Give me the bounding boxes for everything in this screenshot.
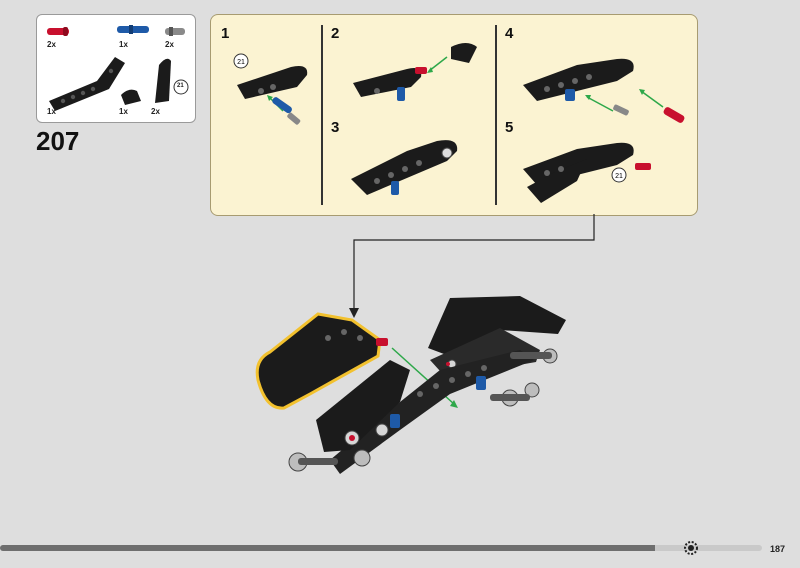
progress-bar (0, 545, 762, 551)
step-number: 207 (36, 126, 80, 156)
main-assembly-illustration (255, 296, 566, 474)
red-pin-icon (47, 27, 69, 36)
divider-1 (321, 25, 323, 205)
small-connector-icon (121, 89, 141, 105)
substep-3-label: 3 (331, 119, 340, 136)
substep-2-illustration (353, 43, 477, 101)
substep-panel: 1 2 3 4 5 21 (210, 14, 698, 216)
gray-pin-icon (165, 27, 185, 36)
gray-pin-qty: 2x (165, 40, 174, 49)
substep-2-label: 2 (331, 25, 340, 42)
substep-3-illustration (351, 140, 458, 195)
panel-21-callout: 21 (177, 83, 184, 89)
progress-bar-fill (0, 545, 656, 551)
substep-5-label: 5 (505, 119, 514, 136)
small-connector-qty: 1x (119, 107, 128, 116)
substep-5-illustration: 21 (523, 142, 651, 203)
panel-21-qty: 2x (151, 107, 160, 116)
substep-4-label: 4 (505, 25, 514, 42)
divider-2 (495, 25, 497, 205)
substep-1-callout: 21 (237, 59, 245, 66)
bent-beam-icon (49, 57, 125, 111)
gear-icon (684, 541, 698, 555)
bent-beam-qty: 1x (47, 107, 56, 116)
page-number: 187 (770, 544, 786, 554)
substep-5-callout: 21 (615, 173, 623, 180)
red-pin-qty: 2x (47, 40, 56, 49)
substep-4-illustration (523, 58, 685, 123)
substep-1-label: 1 (221, 25, 230, 42)
blue-axle-pin-qty: 1x (119, 40, 128, 49)
panel-21-icon (155, 58, 189, 103)
substep-1-illustration: 21 (233, 53, 308, 125)
blue-axle-pin-icon (117, 25, 149, 34)
parts-list: 2x 1x 2x 1x 1x 21 2x (36, 14, 196, 123)
